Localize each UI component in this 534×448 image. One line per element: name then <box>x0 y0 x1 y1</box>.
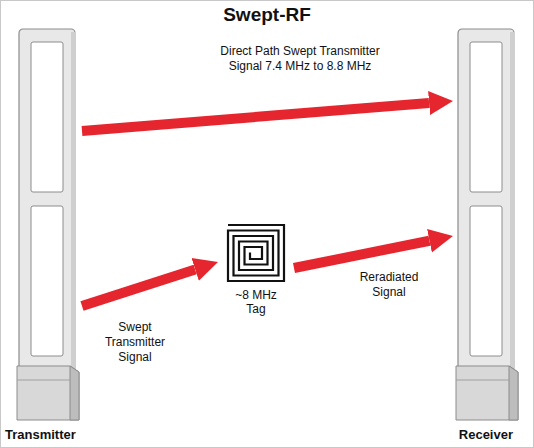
antenna-node: Receiver <box>455 28 519 443</box>
signal-label: Swept Transmitter Signal <box>92 320 178 365</box>
antenna-pedestal <box>455 28 519 423</box>
signal-label: Direct Path Swept Transmitter Signal 7.4… <box>215 44 385 74</box>
signal-arrow <box>82 269 195 306</box>
unit-label: Transmitter <box>5 427 76 442</box>
signal-label: Reradiated Signal <box>346 270 432 300</box>
tag-coil <box>220 224 292 284</box>
antenna-pedestal <box>16 28 80 423</box>
signal-arrow <box>82 103 429 131</box>
signal-arrow <box>294 241 429 268</box>
antenna-node: Transmitter <box>16 28 80 443</box>
rf-tag: ~8 MHz Tag <box>220 224 292 316</box>
tag-label: ~8 MHz Tag <box>230 288 282 316</box>
diagram-title: Swept-RF <box>0 4 534 26</box>
unit-label: Receiver <box>459 427 513 442</box>
